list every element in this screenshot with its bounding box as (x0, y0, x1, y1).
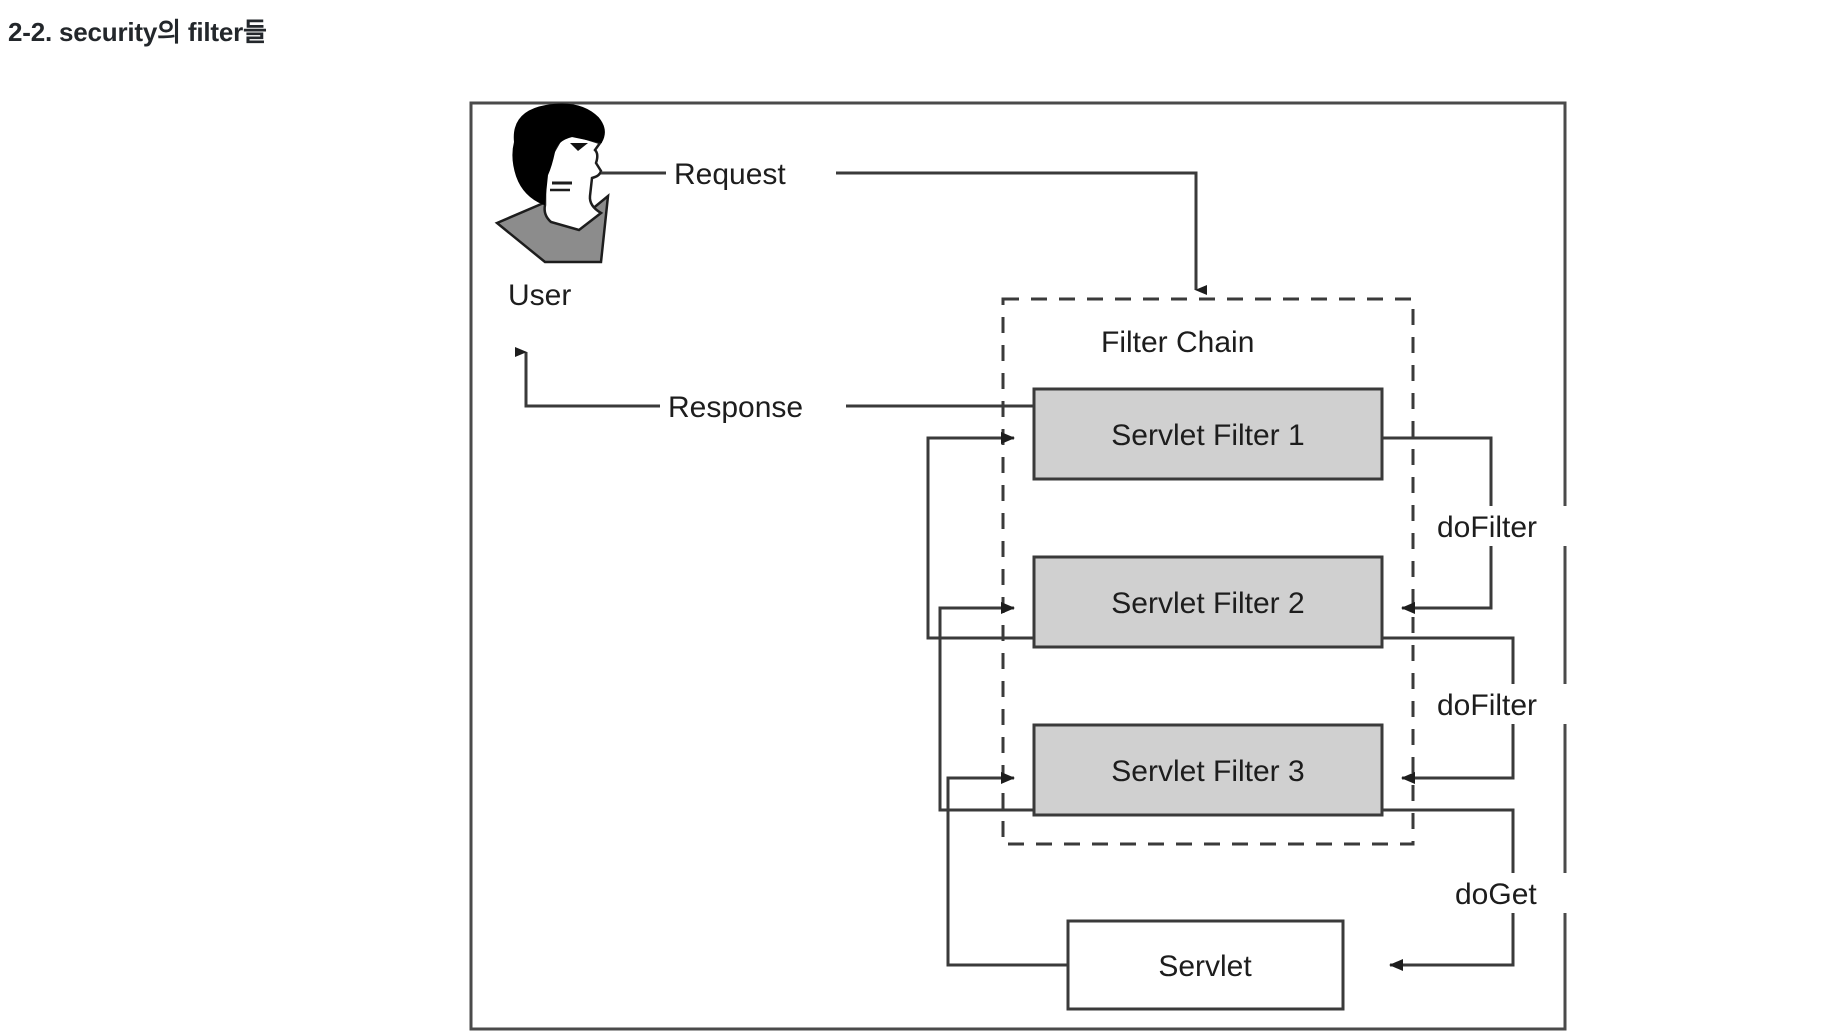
response-label: Response (668, 391, 803, 424)
servlet-box[interactable]: Servlet (1066, 919, 1345, 1011)
filter-box-2-label: Servlet Filter 2 (1111, 587, 1304, 620)
return-servlet-to-filter3 (946, 772, 1068, 967)
filter-box-3[interactable]: Servlet Filter 3 (1032, 723, 1384, 817)
page-title: 2-2. security의 filter들 (8, 17, 267, 47)
actor-hair (512, 103, 605, 206)
filter-chain-label: Filter Chain (1101, 326, 1254, 359)
filter-box-1-label: Servlet Filter 1 (1111, 419, 1304, 452)
return-filter2-to-filter1 (926, 432, 1034, 640)
actor-eye (570, 143, 588, 151)
filter-box-2[interactable]: Servlet Filter 2 (1032, 555, 1384, 649)
filter-box-1[interactable]: Servlet Filter 1 (1032, 387, 1384, 481)
dofilter-1-label: doFilter (1437, 511, 1537, 544)
actor-label: User (508, 279, 571, 312)
dofilter-2-label-backdrop (1432, 684, 1572, 724)
request-label: Request (674, 158, 786, 191)
dofilter-1-label-backdrop (1432, 506, 1572, 546)
dofilter-2-label: doFilter (1437, 689, 1537, 722)
user-head-profile-icon (494, 103, 610, 264)
figure-outer-border (469, 101, 1567, 1031)
response-label-backdrop (660, 386, 846, 426)
doget-label-backdrop (1448, 873, 1570, 913)
actor-face (543, 130, 604, 232)
request-arrow-path (836, 171, 1207, 295)
servlet-box-label: Servlet (1158, 950, 1252, 983)
filter-box-3-label: Servlet Filter 3 (1111, 755, 1304, 788)
filter-chain-boundary (1001, 297, 1415, 846)
doget-label: doGet (1455, 878, 1537, 911)
response-arrow-path (515, 347, 1034, 408)
return-filter3-to-filter2 (938, 602, 1034, 812)
